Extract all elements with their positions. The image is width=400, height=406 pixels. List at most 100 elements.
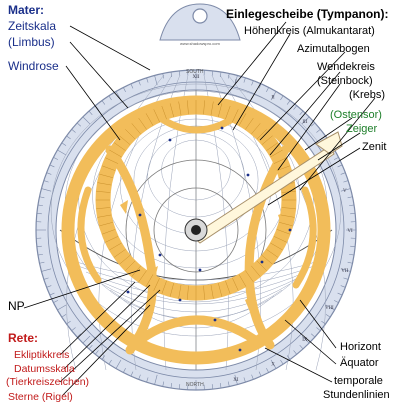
limb-tick [316, 327, 321, 331]
limb-tick [88, 344, 93, 350]
datums-tick [261, 255, 273, 265]
limb-tick [343, 180, 349, 183]
limb-tick [325, 314, 331, 318]
limb-tick [53, 300, 59, 303]
limb-tick [43, 277, 49, 280]
limb-tick [270, 91, 277, 101]
datums-tick [96, 207, 111, 209]
label-zenit: Zenit [362, 141, 387, 153]
label-steinbock: (Steinbock) [317, 75, 373, 87]
limb-tick [39, 261, 45, 264]
leader-line [304, 117, 353, 151]
limb-tick [337, 164, 343, 168]
limb-tick [211, 384, 214, 390]
leader-line [277, 83, 341, 171]
leader-line [61, 304, 151, 397]
label-azimutalbogen: Azimutalbogen [297, 43, 370, 55]
limb-tick [325, 304, 335, 311]
datums-tick [251, 265, 261, 277]
datums-tick [138, 117, 147, 130]
datums-tick [145, 113, 154, 126]
limb-tick [178, 70, 181, 76]
limb-tick [211, 70, 214, 76]
limb-tick [36, 245, 42, 248]
label-tierkreiszeichen: (Tierkreiszeichen) [6, 376, 90, 388]
datums-tick [113, 249, 126, 258]
limb-tick [130, 83, 134, 89]
datums-tick [232, 109, 239, 123]
limb-tick [251, 374, 254, 380]
limb-tick [343, 277, 349, 280]
limb-tick [123, 87, 126, 93]
limb-tick [337, 292, 343, 296]
star [178, 298, 182, 302]
limb-tick [49, 164, 55, 168]
star [168, 138, 172, 142]
limb-tick [82, 116, 91, 125]
limb-tick [350, 245, 356, 248]
datums-tick [187, 285, 189, 300]
star [198, 268, 202, 272]
label-windrose: Windrose [8, 59, 59, 73]
limb-tick [347, 196, 353, 199]
datums-tick [238, 113, 247, 126]
hour-numeral: IX [302, 338, 308, 343]
datums-tick [270, 149, 283, 158]
datums-tick [218, 283, 223, 297]
star [126, 290, 130, 294]
limb-tick [46, 285, 52, 288]
limb-tick [243, 377, 246, 383]
limb-tick [76, 333, 82, 338]
limb-tick [293, 350, 297, 355]
label-horizont: Horizont [340, 341, 381, 353]
limb-tick [41, 188, 52, 192]
star [238, 348, 242, 352]
limb-tick [266, 87, 269, 93]
limb-tick [43, 180, 49, 183]
limb-tick [170, 383, 173, 389]
datums-tick [232, 277, 239, 291]
hour-numeral: XI [233, 378, 239, 383]
datums-tick [245, 270, 254, 283]
limb-tick [37, 253, 43, 256]
datums-tick [251, 123, 261, 135]
limb-tick [347, 261, 353, 264]
datums-tick [256, 129, 267, 140]
limb-tick [349, 253, 355, 256]
datums-tick [113, 142, 126, 151]
datums-tick [161, 105, 167, 120]
limb-tick [286, 100, 291, 105]
datums-tick [105, 236, 119, 243]
datums-tick [169, 103, 174, 117]
datums-tick [109, 149, 122, 158]
leader-lines [23, 21, 376, 397]
label-mater: Mater: [8, 3, 45, 17]
limb-tick [57, 149, 67, 156]
limb-tick [333, 300, 339, 303]
datums-tick [178, 284, 182, 299]
leader-line [69, 25, 151, 71]
hour-numeral: X [271, 362, 275, 367]
datums-tick [276, 229, 291, 235]
datums-tick [99, 173, 113, 178]
limb-tick [146, 377, 149, 383]
label-krebs: (Krebs) [349, 89, 386, 101]
label-zeitskala: Zeitskala [8, 19, 57, 33]
limb-tick [340, 268, 351, 272]
limb-tick [251, 80, 254, 86]
limb-tick [88, 110, 93, 116]
label-zeiger: Zeiger [346, 123, 378, 135]
label-temporale: temporale [334, 375, 383, 387]
leader-line [317, 132, 361, 161]
plate-north-label: NORTH [186, 382, 204, 388]
label-sterne: Sterne (Rigel) [8, 391, 73, 403]
limb-tick [299, 110, 304, 116]
throne [159, 3, 241, 41]
limb-tick [162, 381, 165, 387]
limb-tick [299, 344, 304, 350]
datums-tick [119, 255, 131, 265]
limb-tick [154, 374, 158, 385]
hour-numeral: III [302, 120, 307, 125]
datums-tick [178, 101, 182, 116]
